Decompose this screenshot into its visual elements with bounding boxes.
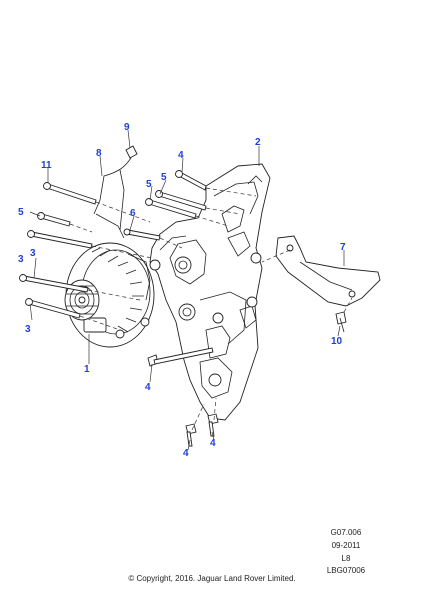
mounting-bracket: [149, 163, 271, 421]
callout-7: 7: [340, 242, 346, 253]
diagram-model: L8: [341, 554, 351, 563]
alternator-bolts: [19, 182, 97, 319]
heat-shield-bolt: [335, 311, 347, 333]
callout-4: 4: [145, 382, 151, 393]
copyright-footer: © Copyright, 2016. Jaguar Land Rover Lim…: [128, 574, 296, 583]
callout-3: 3: [30, 248, 36, 259]
heat-shield: [275, 235, 381, 307]
installation-lines: [69, 187, 353, 431]
callout-5: 5: [161, 172, 167, 183]
alternator: [64, 242, 161, 348]
callout-4: 4: [210, 438, 216, 449]
callout-2: 2: [255, 137, 261, 148]
callout-5: 5: [18, 207, 24, 218]
callout-3: 3: [25, 324, 31, 335]
bracket-bolts-5: [145, 170, 207, 219]
leader-lines: [29, 129, 345, 451]
callout-10: 10: [331, 336, 343, 347]
callout-11: 11: [41, 160, 52, 171]
wire-sensor: [93, 145, 138, 239]
callout-9: 9: [124, 122, 130, 133]
diagram-date: 09-2011: [331, 541, 361, 550]
callout-4: 4: [183, 448, 189, 459]
callout-4: 4: [178, 150, 184, 161]
callout-8: 8: [96, 148, 102, 159]
bracket-bolt-6: [123, 228, 161, 241]
callout-labels: 1 2 3 3 3 4 4 4 4 5 5 5 6 7 8 9 10 11: [18, 122, 346, 459]
callout-5: 5: [146, 179, 152, 190]
callout-1: 1: [84, 364, 90, 375]
callout-3: 3: [18, 254, 24, 265]
diagram-code: G07.006: [330, 528, 362, 537]
lower-bolts-4: [147, 347, 219, 447]
illustration-id: LBG07006: [326, 566, 366, 575]
callout-6: 6: [130, 208, 136, 219]
